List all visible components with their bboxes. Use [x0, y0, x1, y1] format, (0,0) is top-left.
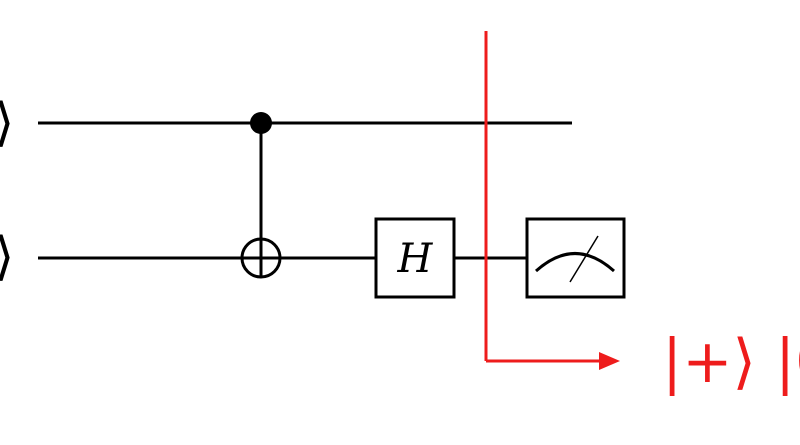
meter-needle-icon [569, 235, 599, 283]
hadamard-gate-box [374, 217, 456, 299]
hadamard-gate: H [374, 217, 456, 299]
qubit-1-input-ket: ⟩ [0, 93, 14, 153]
meter-arc-icon [534, 252, 616, 273]
annotation-arrowhead-icon [599, 352, 620, 370]
hadamard-gate-label: H [397, 236, 434, 282]
measurement-gate-box [525, 217, 626, 299]
cnot-gate [240, 112, 282, 279]
qubit-2-input-ket: ⟩ [0, 227, 14, 287]
output-annotation: |+⟩ |0 [484, 31, 800, 397]
output-state-label: |+⟩ |0 [662, 327, 800, 397]
cnot-control-dot [250, 112, 272, 134]
measurement-gate [525, 217, 626, 299]
